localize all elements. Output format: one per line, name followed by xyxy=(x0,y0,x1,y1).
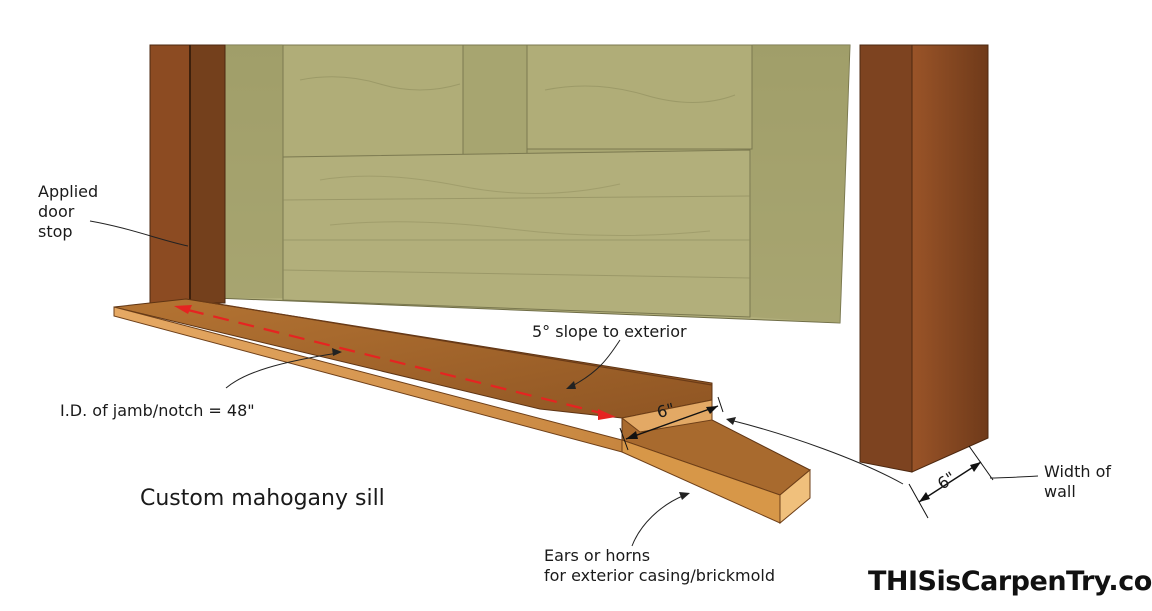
leader-slope xyxy=(569,339,621,388)
right-jamb xyxy=(859,44,989,473)
ears-line-2: for exterior casing/brickmold xyxy=(544,566,775,585)
leader-width-of-wall xyxy=(989,475,1039,479)
wall-dimension xyxy=(908,445,994,519)
brand-logo-text: THISisCarpenTry.com xyxy=(868,566,1152,597)
left-jamb xyxy=(149,44,226,304)
leader-jamb-id xyxy=(225,352,339,389)
jamb-id-arrow xyxy=(174,305,616,420)
leader-door-stop xyxy=(89,220,189,247)
mahogany-sill xyxy=(113,298,811,525)
sill-title-label: Custom mahogany sill xyxy=(140,486,385,511)
jamb-id-label: I.D. of jamb/notch = 48" xyxy=(60,401,255,420)
applied-door-stop-label: Applied door stop xyxy=(38,182,98,242)
applied-door-stop-line-2: door xyxy=(38,202,75,221)
leader-ears xyxy=(631,494,686,547)
applied-door-stop-line-3: stop xyxy=(38,222,73,241)
ears-line-1: Ears or horns xyxy=(544,546,651,565)
width-of-wall-label: Width of wall xyxy=(1044,462,1111,502)
door-leaf xyxy=(214,44,851,324)
ears-label: Ears or horns for exterior casing/brickm… xyxy=(544,546,775,586)
width-of-wall-line-2: wall xyxy=(1044,482,1076,501)
leader-lines xyxy=(89,220,1039,547)
leader-wall-left xyxy=(729,419,904,485)
width-of-wall-line-1: Width of xyxy=(1044,462,1111,481)
slope-label: 5° slope to exterior xyxy=(532,322,687,341)
notch-dimension xyxy=(619,396,724,451)
applied-door-stop-line-1: Applied xyxy=(38,182,99,201)
